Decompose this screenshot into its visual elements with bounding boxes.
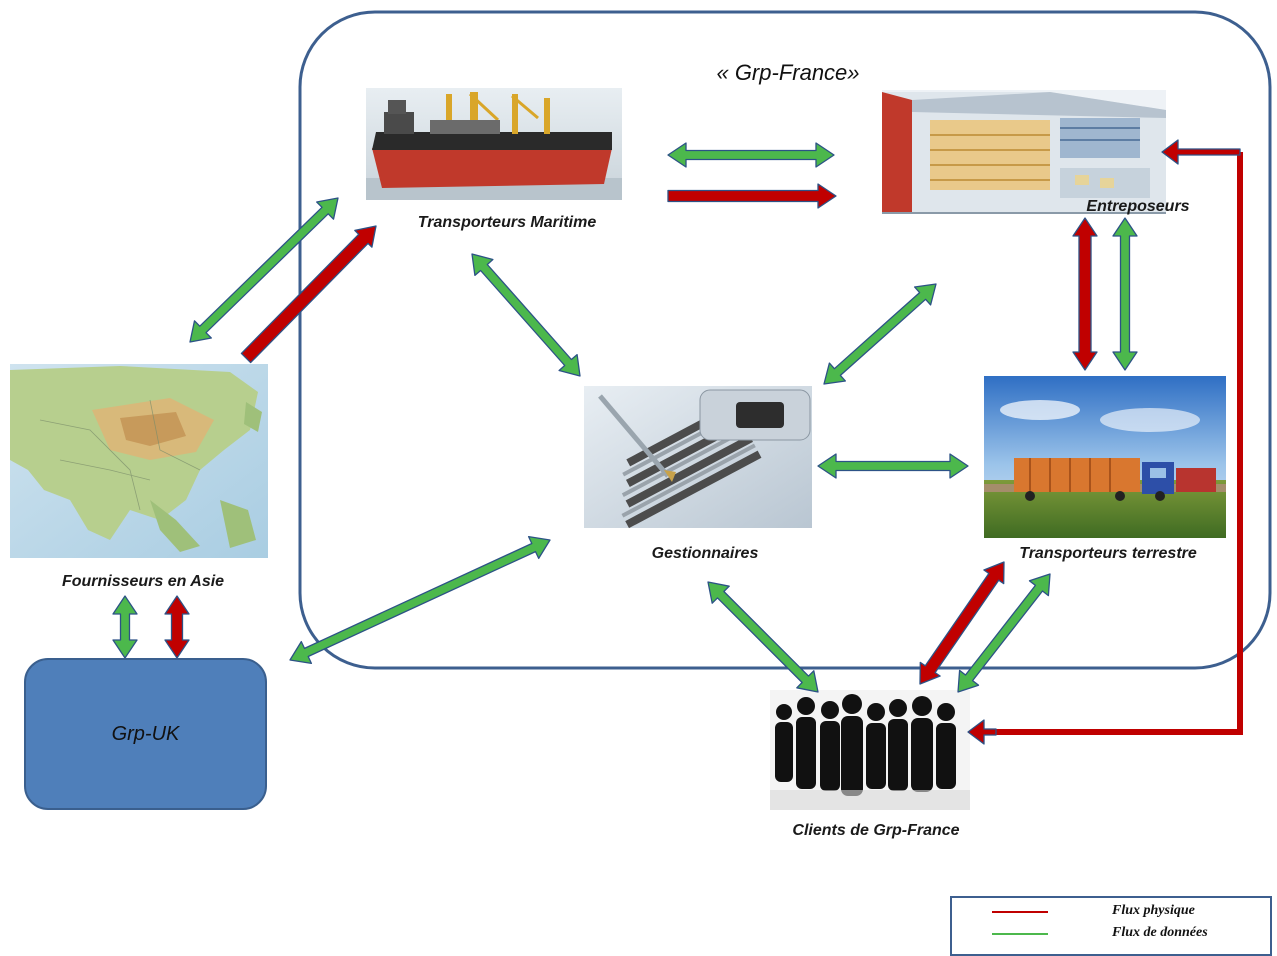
legend-data: Flux de données — [952, 924, 1270, 944]
arrow-terrestre-clients-data — [957, 573, 1051, 693]
ship-image — [366, 88, 622, 200]
grp-uk-label: Grp-UK — [111, 722, 180, 745]
entreposeurs-label: Entreposeurs — [1086, 198, 1190, 215]
clients-label: Clients de Grp-France — [792, 822, 960, 839]
terrestre-label: Transporteurs terrestre — [1019, 545, 1197, 562]
truck-image — [984, 376, 1226, 538]
arrow-entreposeurs-clients-physical-head-bottom — [967, 719, 997, 745]
arrow-entreposeurs-terrestre-data — [1112, 217, 1138, 371]
grp-uk-box: Grp-UK — [24, 658, 267, 810]
group-title: « Grp-France» — [716, 60, 860, 85]
grp-france-boundary — [298, 10, 1272, 670]
arrow-fournisseurs-grpuk-data — [112, 595, 138, 659]
arrow-maritime-entreposeurs-physical — [667, 183, 837, 209]
arrow-gestionnaires-clients-data — [707, 581, 819, 693]
arrow-entreposeurs-gestionnaires-data — [823, 283, 937, 385]
maritime-label: Transporteurs Maritime — [417, 214, 597, 231]
legend-physical-label: Flux physique — [1112, 903, 1195, 918]
legend-data-label: Flux de données — [1112, 925, 1208, 940]
fournisseurs-label: Fournisseurs en Asie — [61, 573, 225, 590]
arrow-fournisseurs-grpuk-physical — [164, 595, 190, 659]
legend-physical-line — [992, 911, 1048, 913]
arrow-entreposeurs-terrestre-physical — [1072, 217, 1098, 371]
arrow-fournisseurs-maritime-data — [189, 197, 339, 343]
analysis-chart-image — [584, 386, 812, 529]
legend-data-line — [992, 933, 1048, 935]
warehouse-image — [882, 90, 1166, 214]
arrow-maritime-gestionnaires-data — [471, 253, 581, 377]
arrow-fournisseurs-maritime-physical — [240, 225, 377, 364]
flow-arrows — [112, 139, 1243, 745]
arrow-gestionnaires-grpuk-data — [289, 535, 551, 665]
arrow-terrestre-clients-physical — [919, 561, 1005, 685]
arrow-maritime-entreposeurs-data — [667, 142, 835, 168]
arrow-gestionnaires-terrestre-data — [817, 453, 969, 479]
arrow-entreposeurs-clients-physical-head-top — [1161, 139, 1241, 165]
legend-physical: Flux physique — [952, 902, 1270, 922]
asia-map-image — [10, 364, 268, 558]
legend: Flux physique Flux de données — [950, 896, 1272, 956]
gestionnaires-label: Gestionnaires — [651, 545, 759, 562]
arrow-entreposeurs-clients-physical-line — [990, 152, 1243, 735]
clients-silhouette-image — [770, 690, 970, 810]
